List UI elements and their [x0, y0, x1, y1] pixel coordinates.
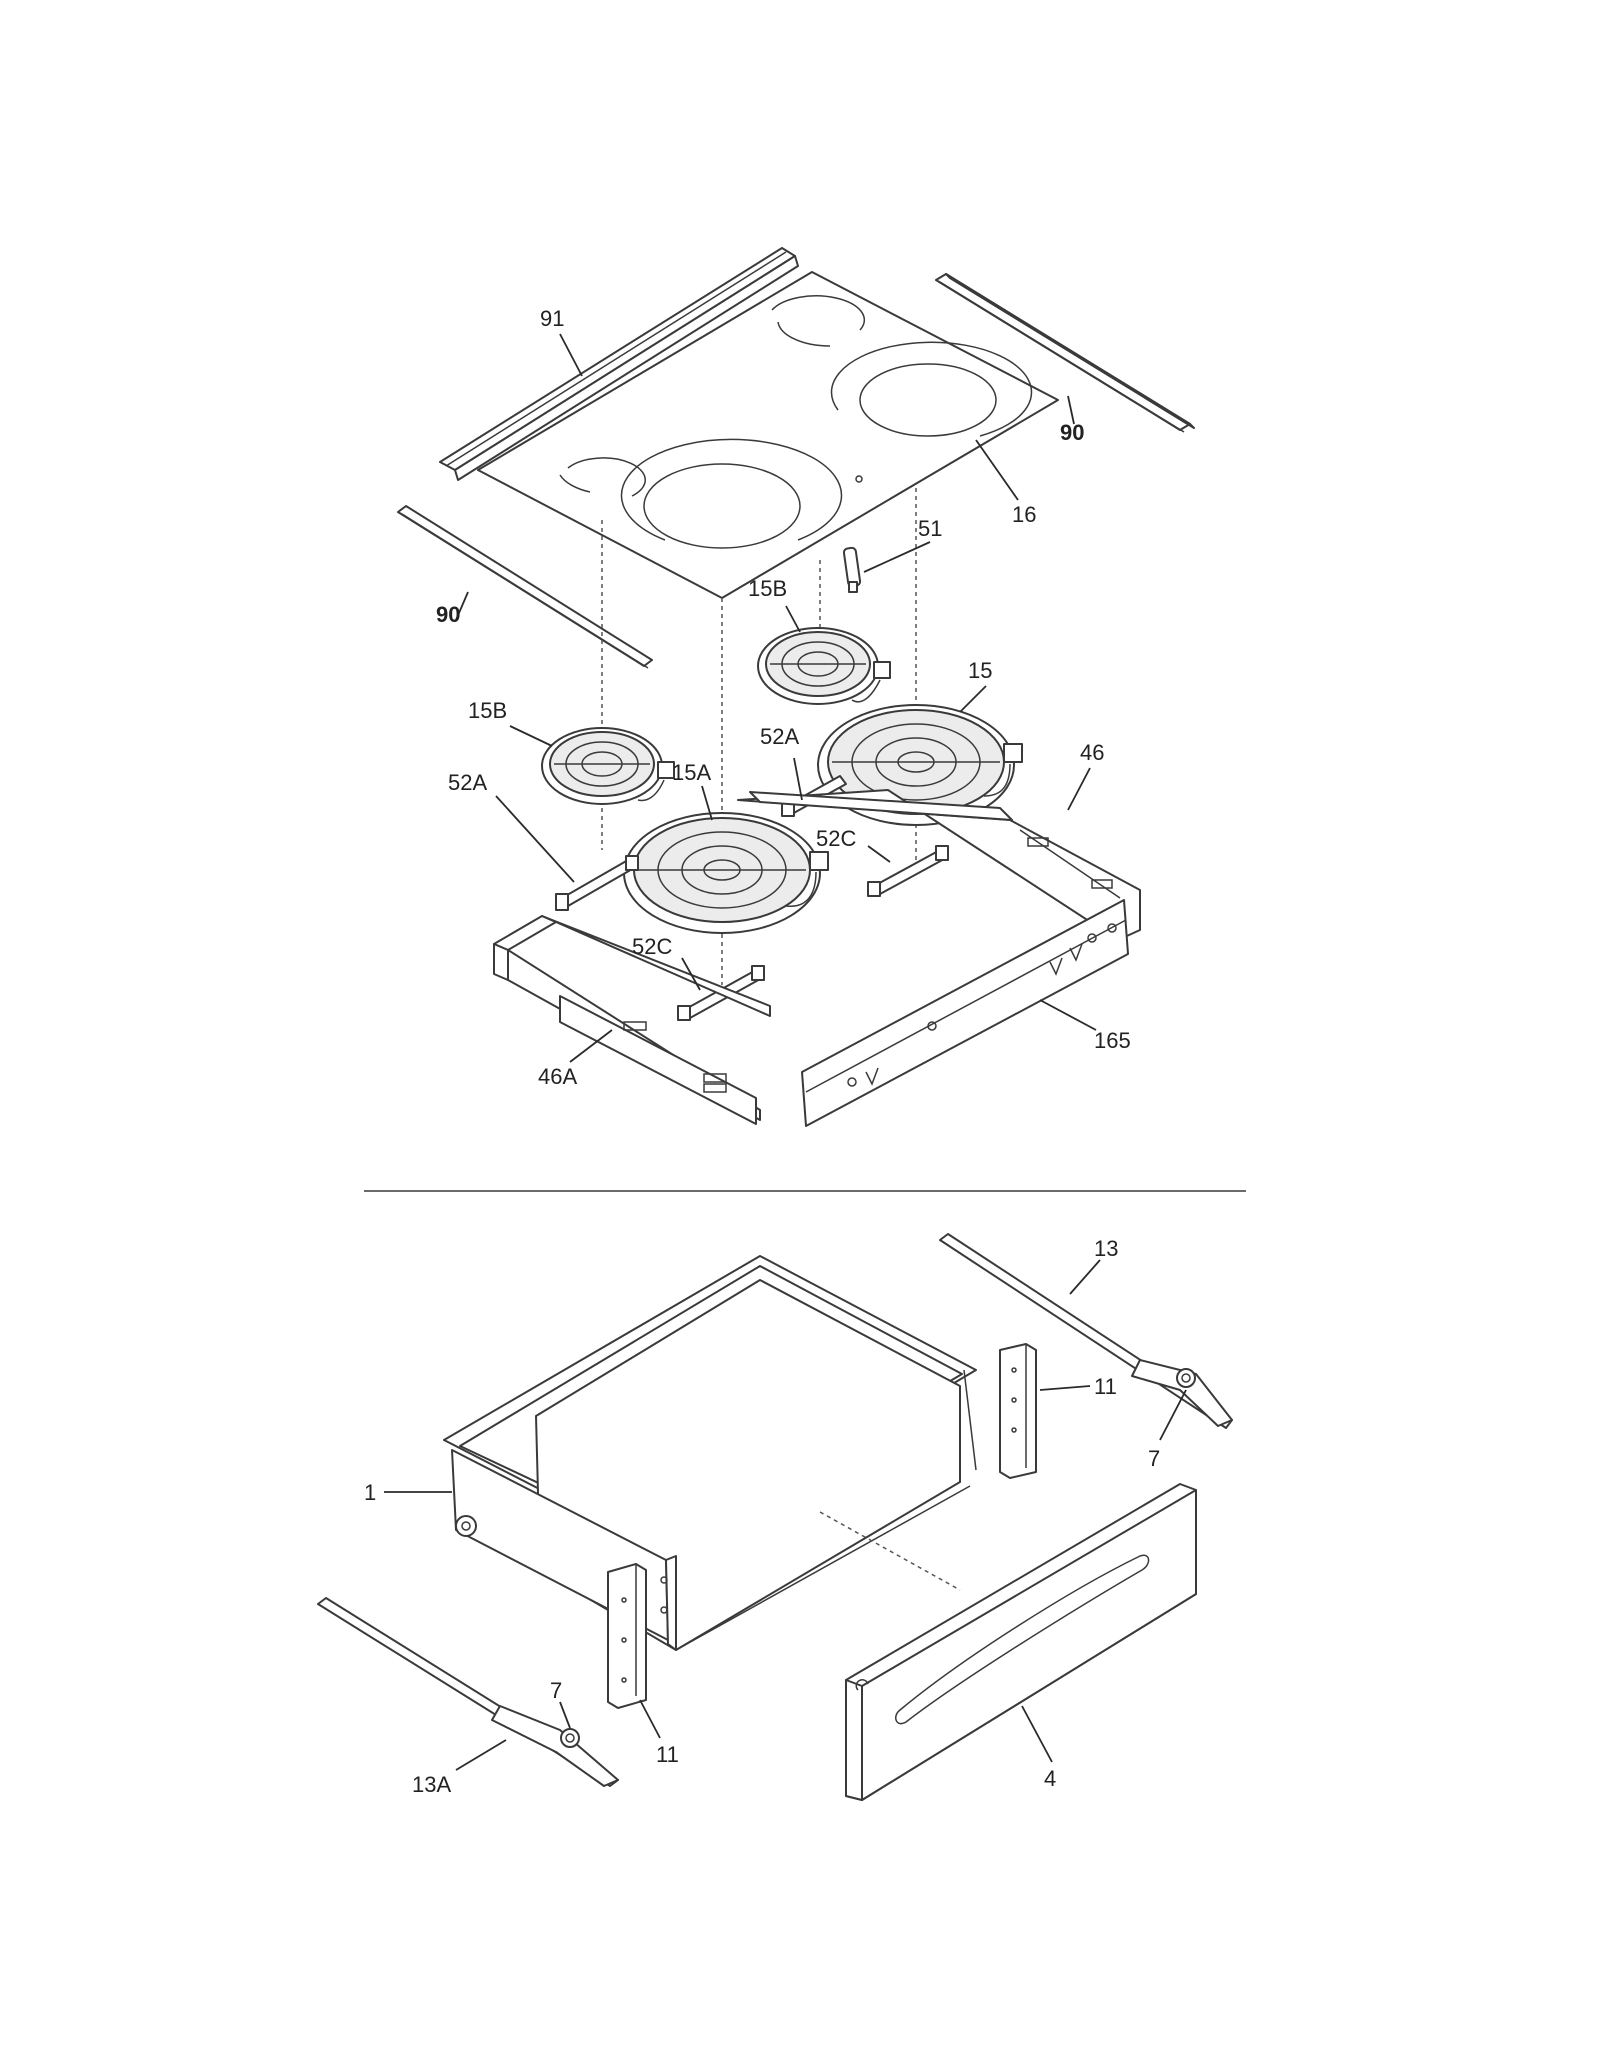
label-11-left: 11 [656, 1742, 679, 1767]
bracket-52a-left [555, 855, 639, 911]
bracket-52c-right [867, 845, 949, 897]
slide-rail-13 [939, 1233, 1233, 1429]
label-15b-upper: 15B [748, 576, 787, 601]
drawer-assembly [317, 1233, 1233, 1801]
sensor-51 [842, 546, 862, 593]
label-52c-left: 52C [632, 934, 672, 959]
label-16: 16 [1012, 502, 1036, 527]
frame-46a [493, 915, 771, 1125]
label-91: 91 [540, 306, 564, 331]
label-7-right: 7 [1148, 1446, 1160, 1471]
label-90-left: 90 [436, 602, 460, 627]
label-52c-right: 52C [816, 826, 856, 851]
label-15: 15 [968, 658, 992, 683]
slide-rail-13a [317, 1597, 619, 1787]
drawer-front-4 [845, 1483, 1197, 1801]
label-15b-left: 15B [468, 698, 507, 723]
bracket-11-left [607, 1563, 647, 1709]
drawer-body-1 [443, 1255, 977, 1651]
rear-trim-91 [439, 247, 799, 481]
leader-lines [384, 333, 1187, 1771]
label-15a: 15A [672, 760, 711, 785]
label-11-right: 11 [1094, 1374, 1117, 1399]
label-7-left: 7 [550, 1678, 562, 1703]
label-52a-right: 52A [760, 724, 799, 749]
part-labels: 91 90 16 51 90 15B 15 52A 46 15B 52A 15A… [364, 306, 1160, 1797]
front-rail-165 [801, 899, 1129, 1127]
cooktop-assembly [397, 247, 1195, 1127]
label-1: 1 [364, 1480, 376, 1505]
label-46a: 46A [538, 1064, 577, 1089]
label-46: 46 [1080, 740, 1104, 765]
label-4: 4 [1044, 1766, 1056, 1791]
label-165: 165 [1094, 1028, 1131, 1053]
label-13a: 13A [412, 1772, 451, 1797]
radiant-element-15b-left [541, 727, 675, 805]
label-51: 51 [918, 516, 942, 541]
label-52a-left: 52A [448, 770, 487, 795]
radiant-element-15b-upper [757, 627, 891, 705]
side-trim-90-right [935, 273, 1195, 433]
label-13: 13 [1094, 1236, 1118, 1261]
side-trim-90-left [397, 505, 653, 669]
bracket-11-right [999, 1343, 1037, 1479]
glass-cooktop-16 [477, 271, 1059, 599]
radiant-element-15a [623, 812, 829, 934]
label-90-right: 90 [1060, 420, 1084, 445]
